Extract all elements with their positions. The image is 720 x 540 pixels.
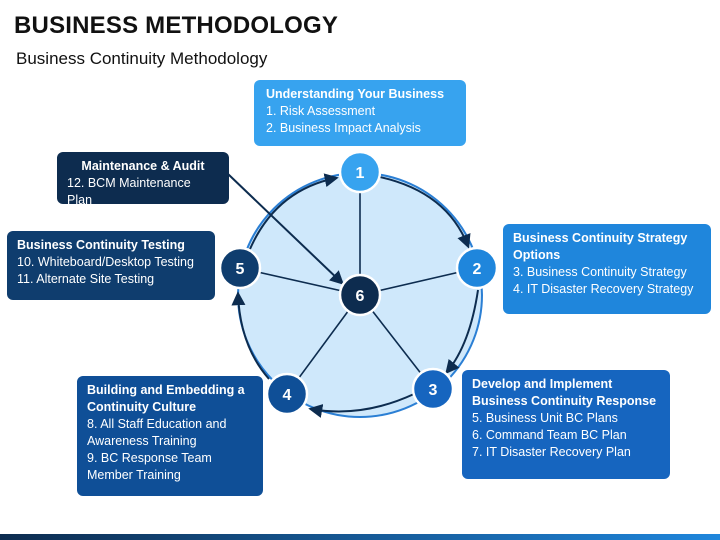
node-2: 2 <box>455 246 499 290</box>
node-3-label: 3 <box>429 382 438 399</box>
page-subtitle: Business Continuity Methodology <box>16 49 268 68</box>
node-3: 3 <box>411 367 455 411</box>
box-develop-implement: Develop and Implement Business Continuit… <box>462 370 670 479</box>
node-5-label: 5 <box>236 261 245 278</box>
arrow-maintenance-to-center <box>227 173 345 285</box>
node-1-label: 1 <box>356 165 365 182</box>
box-2-heading: Business Continuity Strategy Options <box>513 231 688 262</box>
arrow-1-2 <box>379 176 471 249</box>
arrow-4-5 <box>231 291 270 380</box>
arrow-2-3 <box>445 289 479 375</box>
node-6: 6 <box>338 273 382 317</box>
node-4-label: 4 <box>283 387 292 404</box>
box-3-heading: Develop and Implement Business Continuit… <box>472 377 657 408</box>
box-continuity-culture: Building and Embedding a Continuity Cult… <box>77 376 263 496</box>
bottom-accent-bar <box>0 534 720 540</box>
node-2-label: 2 <box>473 261 482 278</box>
box-6-heading: Maintenance & Audit <box>81 159 205 173</box>
box-3-line-1: 5. Business Unit BC Plans <box>472 411 618 425</box>
node-6-label: 6 <box>356 288 365 305</box>
box-strategy-options: Business Continuity Strategy Options 3. … <box>503 224 711 314</box>
arrow-5-1 <box>249 173 339 250</box>
box-continuity-testing: Business Continuity Testing 10. Whiteboa… <box>7 231 215 300</box>
box-5-line-1: 10. Whiteboard/Desktop Testing <box>17 255 194 269</box>
box-2-line-2: 4. IT Disaster Recovery Strategy <box>513 282 694 296</box>
node-4: 4 <box>265 372 309 416</box>
box-understanding-business: Understanding Your Business 1. Risk Asse… <box>254 80 466 146</box>
box-1-line-1: 1. Risk Assessment <box>266 104 376 118</box>
box-1-line-2: 2. Business Impact Analysis <box>266 121 421 135</box>
box-4-line-2: 9. BC Response Team Member Training <box>87 451 212 482</box>
arrow-3-4 <box>308 393 415 418</box>
box-maintenance-audit: Maintenance & Audit 12. BCM Maintenance … <box>57 152 229 207</box>
box-5-line-2: 11. Alternate Site Testing <box>17 272 155 286</box>
box-4-line-1: 8. All Staff Education and Awareness Tra… <box>87 417 227 448</box>
box-3-line-2: 6. Command Team BC Plan <box>472 428 627 442</box>
cycle-arrows <box>231 173 479 418</box>
node-5: 5 <box>218 246 262 290</box>
box-6-line-1: 12. BCM Maintenance Plan <box>67 176 191 207</box>
box-3-line-3: 7. IT Disaster Recovery Plan <box>472 445 631 459</box>
page-title: BUSINESS METHODOLOGY <box>14 12 339 39</box>
node-1: 1 <box>338 150 382 194</box>
box-1-heading: Understanding Your Business <box>266 87 445 101</box>
box-5-heading: Business Continuity Testing <box>17 238 185 252</box>
box-2-line-1: 3. Business Continuity Strategy <box>513 265 687 279</box>
box-4-heading: Building and Embedding a Continuity Cult… <box>87 383 245 414</box>
